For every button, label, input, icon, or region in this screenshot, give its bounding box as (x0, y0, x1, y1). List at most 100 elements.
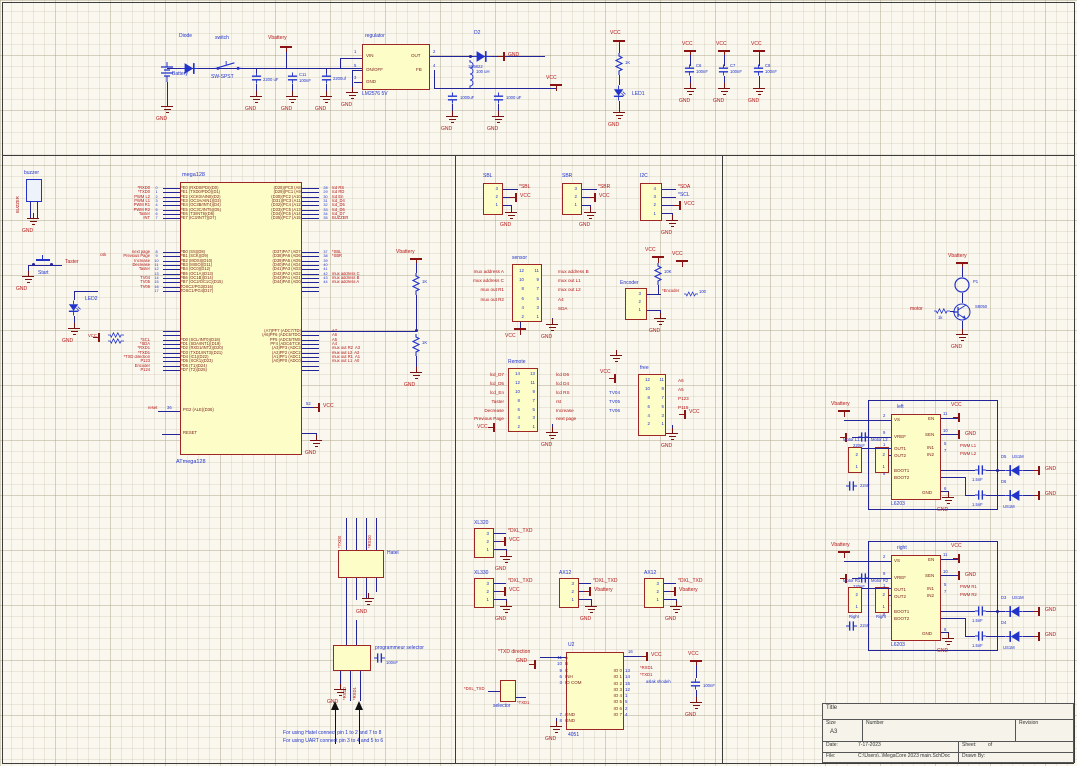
diode-value: US1M (1003, 504, 1015, 509)
resistor-icon[interactable] (412, 334, 420, 356)
connector-xl330[interactable] (474, 578, 494, 608)
pin-function: PB3 (MISO)(D11) (180, 263, 212, 268)
pin-number: 36 (167, 405, 172, 410)
power-port-icon (514, 328, 526, 335)
connector-ax12[interactable] (559, 578, 579, 608)
gnd-symbol (942, 492, 954, 506)
connector-ax12[interactable] (644, 578, 664, 608)
wire (163, 364, 180, 368)
capacitor-icon[interactable] (753, 64, 764, 76)
gnd-symbol (22, 271, 34, 285)
capacitor-icon[interactable] (684, 64, 695, 76)
capacitor-icon[interactable] (321, 72, 332, 84)
gnd-label: GND (508, 52, 520, 58)
resistor-icon[interactable] (934, 308, 950, 314)
connector-motor[interactable] (875, 587, 889, 613)
transistor-icon[interactable] (953, 303, 971, 321)
connector-free[interactable] (638, 374, 666, 436)
gnd-flag-icon (1033, 466, 1040, 475)
resistor-icon[interactable] (654, 263, 662, 285)
capacitor-icon[interactable] (975, 464, 986, 476)
capacitor-icon[interactable] (718, 64, 729, 76)
diode-icon[interactable] (181, 62, 199, 75)
pin-label: INH (565, 673, 573, 679)
connector-remote[interactable] (508, 368, 538, 432)
pin-function: PB5 (OC1A)(D13) (180, 271, 213, 276)
capacitor-icon[interactable] (374, 652, 385, 664)
net-label: *RXD1 (137, 346, 150, 351)
wire (506, 549, 507, 556)
wire (74, 316, 75, 328)
pin-function: PD6 (T1)(D24) (180, 363, 207, 368)
capacitor-icon[interactable] (975, 630, 986, 642)
pin-function: (D35)(PC7 (A15) (271, 216, 302, 221)
buzzer-connector[interactable] (26, 179, 42, 202)
capacitor-icon[interactable] (846, 620, 857, 632)
connector-motor[interactable] (848, 587, 862, 613)
ic-4051[interactable] (566, 652, 624, 730)
regulator-body[interactable] (362, 44, 430, 90)
diode-icon[interactable] (1005, 489, 1023, 502)
connector-sensor[interactable] (512, 264, 542, 322)
capacitor-icon[interactable] (287, 72, 298, 84)
diode-icon[interactable] (1005, 464, 1023, 477)
wire (302, 280, 319, 284)
gnd-label: GND (965, 431, 977, 437)
capacitor-icon[interactable] (493, 92, 504, 104)
pin-function: PD5 (XCK1)(D23) (180, 359, 213, 364)
connector-encoder[interactable] (625, 288, 647, 320)
connector-motor[interactable] (875, 447, 889, 473)
diode-icon[interactable] (1005, 630, 1023, 643)
resistor-icon[interactable] (412, 273, 420, 295)
connector-subtitle: Right (876, 614, 886, 619)
gnd-symbol (500, 601, 512, 615)
connector-xl320[interactable] (474, 528, 494, 558)
switch-icon[interactable] (214, 61, 242, 72)
vcc-label: VCC (88, 333, 97, 338)
connector-motor[interactable] (848, 447, 862, 473)
mcu-body[interactable] (180, 182, 302, 455)
gnd-label: GND (937, 507, 949, 513)
connector-hatel[interactable] (338, 550, 384, 578)
cap-value: 2200 uF (263, 77, 279, 82)
led-icon[interactable] (612, 85, 627, 101)
wire (503, 205, 511, 206)
capacitor-icon[interactable] (846, 480, 857, 492)
driver-l6203[interactable] (891, 414, 941, 500)
wire (366, 518, 367, 550)
capacitor-icon[interactable] (447, 92, 458, 104)
connector-sbl[interactable] (483, 183, 503, 215)
pin-label: BOOT1 (894, 609, 910, 614)
diode-icon[interactable] (472, 50, 492, 63)
wire (346, 518, 347, 550)
capacitor-icon[interactable] (251, 72, 262, 84)
vbattery-label: Vbattery (268, 35, 287, 41)
diode-icon[interactable] (1005, 605, 1023, 618)
tb-file-value: C:\Users\..\MegaCore 2023 main.SchDoc (858, 753, 950, 759)
connector-i2c[interactable] (640, 183, 662, 221)
diode-value: US1M (1012, 595, 1024, 600)
inductor-icon[interactable] (466, 60, 474, 88)
cap-value: 1.5nF (972, 618, 983, 623)
led-icon[interactable] (67, 300, 82, 316)
tb-title-label: Title (826, 705, 838, 711)
button-icon[interactable] (36, 259, 50, 261)
resistor-icon[interactable] (108, 338, 124, 344)
connector-sbr[interactable] (562, 183, 582, 215)
pin-function: PD0 (SCL/INT0)(D18) (180, 337, 221, 342)
resistor-icon[interactable] (615, 53, 623, 75)
connector-prog-selector[interactable] (333, 645, 371, 671)
pin-number: 3 (495, 186, 498, 191)
motor-icon[interactable] (954, 277, 970, 293)
capacitor-icon[interactable] (975, 605, 986, 617)
capacitor-icon[interactable] (690, 678, 701, 690)
wire (302, 351, 319, 355)
connector-selector[interactable] (500, 680, 516, 702)
wire (360, 671, 361, 701)
driver-l6203[interactable] (891, 555, 941, 641)
capacitor-icon[interactable] (975, 489, 986, 501)
resistor-icon[interactable] (684, 291, 698, 297)
pin-function: (D37)PA7 (AD7) (272, 250, 303, 254)
